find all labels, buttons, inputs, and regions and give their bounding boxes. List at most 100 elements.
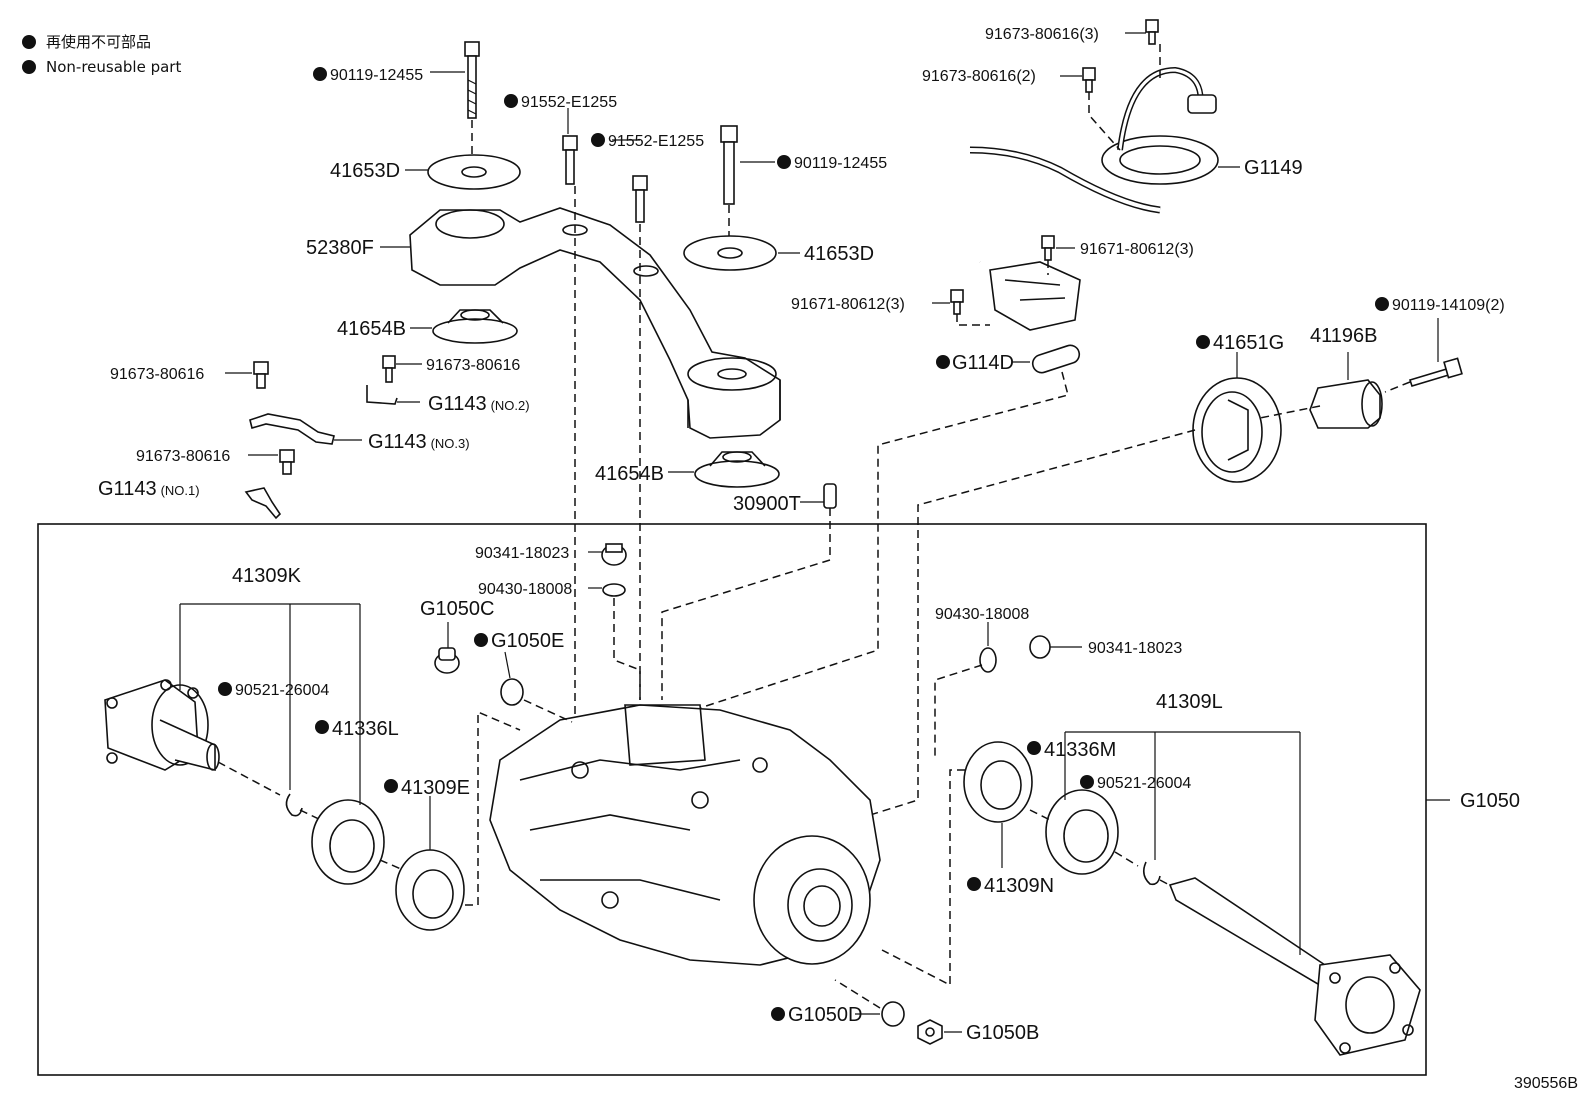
label-90521-26004-b[interactable]: 90521-26004 [1097, 775, 1191, 792]
non-reusable-bullet-icon [777, 155, 791, 169]
label-91673-80616-c[interactable]: 91673-80616 [136, 448, 230, 465]
member-52380f-icon[interactable] [409, 207, 781, 439]
non-reusable-bullet-icon [1196, 335, 1210, 349]
washer-90430-18008-b-icon[interactable] [979, 647, 997, 673]
dash-line [299, 809, 326, 823]
label-91673-80616-3[interactable]: 91673-80616(3) [985, 26, 1099, 43]
label-41196b[interactable]: 41196B [1310, 325, 1377, 347]
label-91673-80616-a[interactable]: 91673-80616 [110, 366, 204, 383]
non-reusable-bullet-icon [591, 133, 605, 147]
label-g1050e[interactable]: G1050E [491, 630, 564, 652]
bracket-g1143-no2-icon[interactable] [366, 355, 398, 405]
bolt-91671-80612-3b-icon[interactable] [950, 289, 964, 315]
label-91552-e1255-a[interactable]: 91552-E1255 [521, 94, 617, 111]
label-91671-80612-3a[interactable]: 91671-80612(3) [1080, 241, 1194, 258]
label-90430-18008-a[interactable]: 90430-18008 [478, 581, 572, 598]
label-91673-80616-b[interactable]: 91673-80616 [426, 357, 520, 374]
non-reusable-bullet-icon [22, 35, 36, 49]
dash-line [699, 371, 1069, 709]
bolt-91552-e1255-a-icon[interactable] [562, 135, 578, 185]
snap-ring-90521-26004-left-icon[interactable] [285, 793, 303, 817]
washer-41653d-right-icon[interactable] [683, 235, 777, 271]
non-reusable-bullet-icon [384, 779, 398, 793]
label-g1149[interactable]: G1149 [1244, 157, 1303, 179]
plug-30900t-icon[interactable] [823, 483, 837, 509]
bolt-91673-80616-3-icon[interactable] [1145, 19, 1159, 45]
non-reusable-bullet-icon [1375, 297, 1389, 311]
bracket-g1143-no3-icon[interactable] [249, 361, 335, 445]
diagram-reference-number: 390556B [1513, 1075, 1578, 1092]
oil-seal-41336m-icon[interactable] [963, 741, 1033, 823]
label-90119-14109-2[interactable]: 90119-14109(2) [1392, 297, 1505, 314]
drive-shaft-41309l-icon[interactable] [1168, 877, 1421, 1056]
label-41653d-right[interactable]: 41653D [804, 243, 874, 265]
nut-g1050b-icon[interactable] [917, 1019, 943, 1045]
non-reusable-bullet-icon [218, 682, 232, 696]
label-41653d-left[interactable]: 41653D [330, 160, 400, 182]
mount-41651g-icon[interactable] [1192, 377, 1282, 483]
label-30900t[interactable]: 30900T [733, 493, 801, 515]
bearing-41309e-icon[interactable] [395, 849, 465, 931]
label-41651g[interactable]: 41651G [1213, 332, 1284, 354]
label-90341-18023-b[interactable]: 90341-18023 [1088, 640, 1182, 657]
label-91673-80616-2[interactable]: 91673-80616(2) [922, 68, 1036, 85]
bracket-g1143-no1-icon[interactable] [244, 449, 295, 520]
label-90119-12455-top[interactable]: 90119-12455 [330, 67, 423, 84]
label-g1050c[interactable]: G1050C [420, 598, 495, 620]
leader-lines [225, 32, 1439, 1033]
non-reusable-bullet-icon [504, 94, 518, 108]
bearing-41309n-icon[interactable] [1045, 789, 1119, 875]
cap-g1050c-icon[interactable] [434, 647, 460, 674]
label-90341-18023-a[interactable]: 90341-18023 [475, 545, 569, 562]
label-41309l[interactable]: 41309L [1156, 691, 1223, 713]
label-41336l[interactable]: 41336L [332, 718, 399, 740]
bolt-91671-80612-3a-icon[interactable] [1041, 235, 1055, 261]
label-41336m[interactable]: 41336M [1044, 739, 1116, 761]
dash-line [834, 979, 881, 1009]
bush-41196b-icon[interactable] [1309, 379, 1383, 429]
label-g1143-no2[interactable]: G1143(NO.2) [428, 393, 530, 415]
label-91552-e1255-b[interactable]: 91552-E1255 [608, 133, 704, 150]
oil-seal-41336l-icon[interactable] [311, 799, 385, 885]
bolt-91673-80616-2-icon[interactable] [1082, 67, 1096, 93]
label-90521-26004-a[interactable]: 90521-26004 [235, 682, 329, 699]
dash-line [217, 761, 281, 796]
label-g1143-no3-suffix: (NO.3) [431, 436, 470, 451]
plug-90341-18023-a-icon[interactable] [601, 543, 627, 566]
label-g1143-no3[interactable]: G1143(NO.3) [368, 431, 470, 453]
harness-g1149-icon[interactable] [945, 66, 1219, 331]
label-52380f[interactable]: 52380F [306, 237, 374, 259]
bush-41654b-upper-icon[interactable] [432, 309, 518, 344]
snap-ring-90521-26004-right-icon[interactable] [1142, 861, 1161, 886]
bolt-90119-12455-icon[interactable] [464, 41, 480, 119]
bush-41654b-lower-icon[interactable] [694, 451, 780, 488]
o-ring-g1050d-icon[interactable] [881, 1001, 905, 1027]
label-90119-12455-right[interactable]: 90119-12455 [794, 155, 887, 172]
washer-41653d-left-icon[interactable] [427, 154, 521, 190]
flange-shaft-41309k-icon[interactable] [104, 679, 220, 772]
plug-90341-18023-b-icon[interactable] [1029, 635, 1051, 659]
washer-90430-18008-a-icon[interactable] [602, 583, 626, 597]
bolt-91552-e1255-b-icon[interactable] [632, 175, 648, 223]
bolt-90119-14109-icon[interactable] [1408, 357, 1463, 387]
label-41654b-bottom[interactable]: 41654B [595, 463, 664, 485]
label-g114d[interactable]: G114D [952, 352, 1014, 374]
non-reusable-bullet-icon [771, 1007, 785, 1021]
label-41309k[interactable]: 41309K [232, 565, 302, 587]
label-g1050b[interactable]: G1050B [966, 1022, 1039, 1044]
label-g1050d[interactable]: G1050D [788, 1004, 863, 1026]
label-91671-80612-3b[interactable]: 91671-80612(3) [791, 296, 905, 313]
dash-line [1259, 405, 1321, 419]
dash-line [661, 508, 831, 700]
label-41654b-top[interactable]: 41654B [337, 318, 406, 340]
label-g1050[interactable]: G1050 [1460, 790, 1520, 812]
label-41309e[interactable]: 41309E [401, 777, 470, 799]
transaxle-housing-icon[interactable] [489, 704, 881, 966]
legend-japanese: 再使用不可部品 [22, 31, 151, 52]
bolt-90119-12455-right-icon[interactable] [720, 125, 738, 205]
label-g1143-no1[interactable]: G1143(NO.1) [98, 478, 200, 500]
gasket-g114d-icon[interactable] [1030, 343, 1081, 375]
o-ring-g1050e-icon[interactable] [500, 678, 524, 706]
label-90430-18008-b[interactable]: 90430-18008 [935, 606, 1029, 623]
label-41309n[interactable]: 41309N [984, 875, 1054, 897]
